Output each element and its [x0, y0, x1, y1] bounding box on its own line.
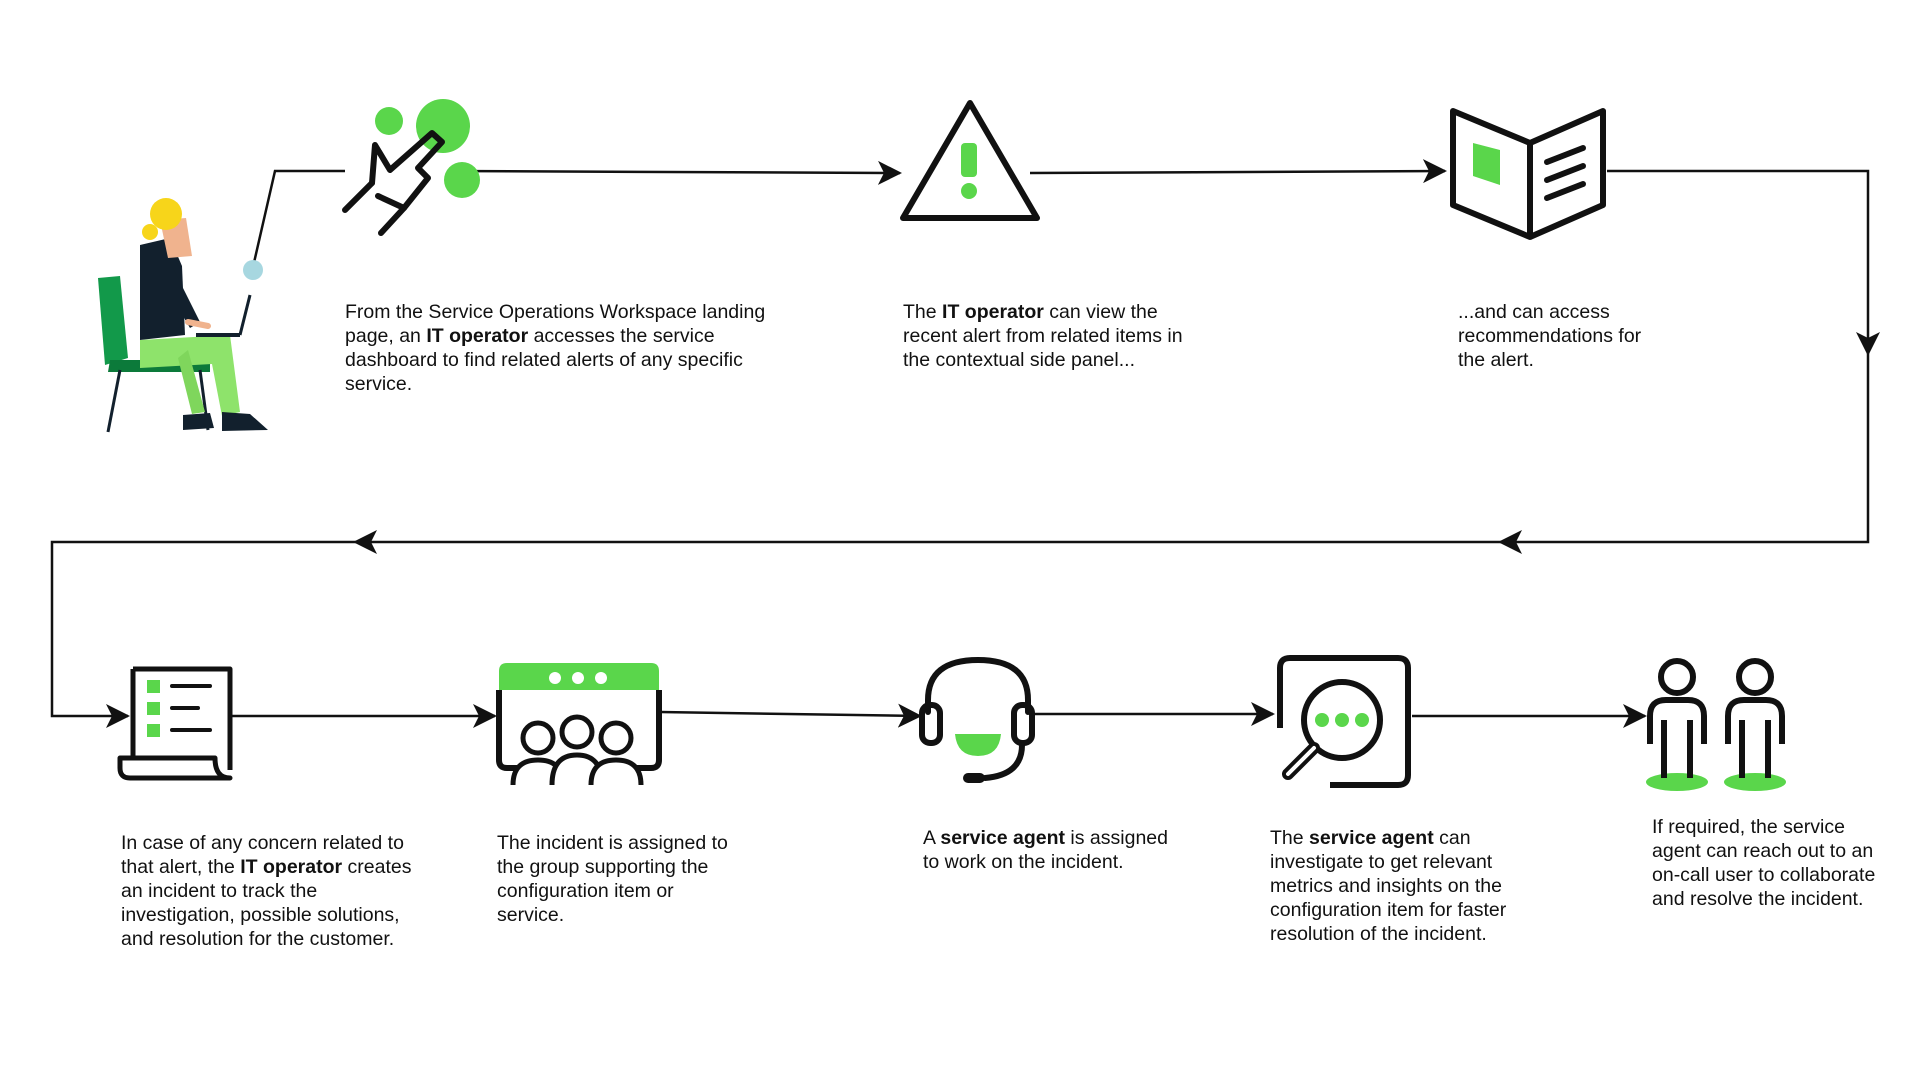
connector-step3-to-right: [1607, 169, 1880, 356]
bold-term: service agent: [940, 827, 1066, 849]
text-run: can investigate to get relevant metrics …: [1270, 827, 1507, 945]
step-3-description: ...and can access recommendations for th…: [1458, 300, 1648, 372]
text-run: The: [903, 301, 943, 323]
bold-term: IT operator: [426, 325, 529, 347]
text-run: creates an incident to track the investi…: [121, 856, 412, 950]
magnifier-screen-icon: [1277, 655, 1411, 788]
text-run: From the Service Operations Workspace la…: [345, 301, 766, 347]
text-run: can view the recent alert from related i…: [903, 301, 1183, 371]
text-run: ...and can access recommendations for th…: [1458, 301, 1642, 371]
checklist-scroll-icon: [117, 666, 233, 781]
touch-hand-icon: [342, 99, 480, 236]
group-window-icon: [496, 663, 662, 786]
connector-right-return: [1498, 354, 1870, 554]
step-8-description: If required, the service agent can reach…: [1652, 815, 1892, 911]
bold-term: IT operator: [942, 301, 1044, 323]
text-run: In case of any concern related to that a…: [121, 832, 404, 878]
step-1-description: From the Service Operations Workspace la…: [345, 300, 785, 396]
two-people-icon: [1646, 658, 1786, 791]
bold-term: IT operator: [240, 856, 343, 878]
text-run: The incident is assigned to the group su…: [497, 832, 728, 926]
connector-person-to-step1: [251, 169, 345, 268]
connector-step1-to-step2: [449, 160, 902, 185]
connector-step2-to-step3: [1029, 159, 1447, 184]
step-2-description: The IT operator can view the recent aler…: [903, 300, 1203, 372]
connector-step5-to-step6: [659, 703, 922, 728]
text-run: A: [923, 827, 941, 849]
text-run: accesses the service dashboard to find r…: [345, 325, 743, 395]
connector-lines: [50, 159, 1880, 728]
text-run: If required, the service agent can reach…: [1652, 816, 1876, 910]
step-7-description: The service agent can investigate to get…: [1270, 826, 1545, 946]
seated-person-illustration: [98, 198, 268, 433]
bold-term: service agent: [1309, 827, 1434, 849]
open-book-icon: [1450, 108, 1606, 240]
step-5-description: The incident is assigned to the group su…: [497, 831, 737, 927]
connector-return-left: [50, 540, 355, 728]
headset-agent-icon: [919, 656, 1035, 783]
step-4-description: In case of any concern related to that a…: [121, 831, 421, 951]
warning-triangle-icon: [900, 100, 1040, 221]
step-6-description: A service agent is assigned to work on t…: [923, 826, 1188, 874]
text-run: The: [1270, 827, 1310, 849]
text-run: is assigned to work on the incident.: [923, 827, 1168, 873]
